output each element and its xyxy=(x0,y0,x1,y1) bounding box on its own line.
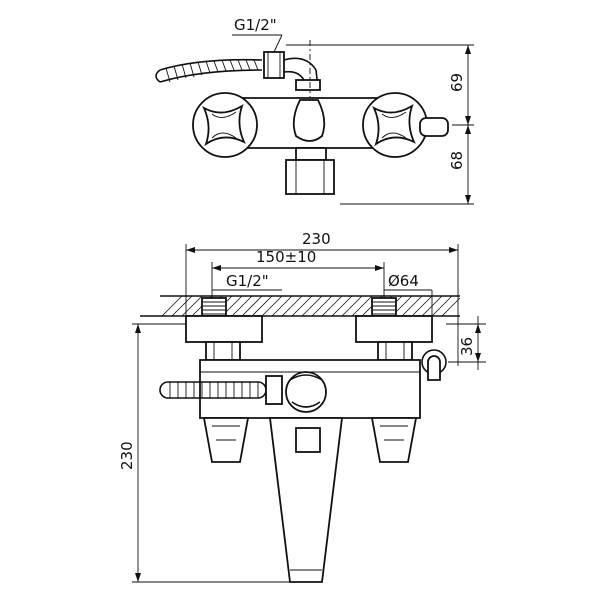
spout-inlet xyxy=(295,427,321,453)
dim-36: 36 xyxy=(458,337,476,356)
right-flange-front xyxy=(355,315,433,343)
left-flange-front xyxy=(185,315,263,343)
left-wall-pipe xyxy=(201,297,227,317)
dim-wall-offset xyxy=(446,316,486,370)
left-handle xyxy=(202,103,246,147)
outlet-collar xyxy=(295,79,321,91)
left-eccentric-nut xyxy=(205,341,241,361)
hose-nut xyxy=(263,51,285,79)
dim-center-distance xyxy=(211,262,385,298)
diverter-knob xyxy=(292,99,326,142)
spout xyxy=(268,417,344,583)
top-thread-label: G1/2" xyxy=(234,16,277,34)
dim-68: 68 xyxy=(448,151,466,170)
dim-230-height: 230 xyxy=(118,441,136,470)
right-wall-pipe xyxy=(371,297,397,317)
shower-holder xyxy=(421,349,447,381)
bottom-connector xyxy=(285,159,335,195)
front-view: 230 150±10 G1/2" Ø64 xyxy=(118,230,486,583)
dim-diameter-64: Ø64 xyxy=(388,272,419,290)
hose-coil-front xyxy=(159,375,283,405)
hose-coil xyxy=(155,58,263,83)
right-eccentric-nut xyxy=(377,341,413,361)
dim-69: 69 xyxy=(448,73,466,92)
bottom-nut xyxy=(295,147,327,161)
diverter-knob-front xyxy=(285,371,327,413)
top-vertical-dimensions xyxy=(286,44,474,205)
dim-230-width: 230 xyxy=(302,230,331,248)
dim-height xyxy=(132,323,290,583)
dim-150: 150±10 xyxy=(256,248,316,266)
front-thread-label: G1/2" xyxy=(226,272,269,290)
side-outlet xyxy=(419,117,449,137)
top-thread-leader xyxy=(273,34,283,53)
right-handle xyxy=(372,103,416,147)
hose-connector-front xyxy=(265,375,283,405)
top-view: G1/2" 69 68 xyxy=(155,16,474,205)
wall-hatch xyxy=(140,295,461,317)
